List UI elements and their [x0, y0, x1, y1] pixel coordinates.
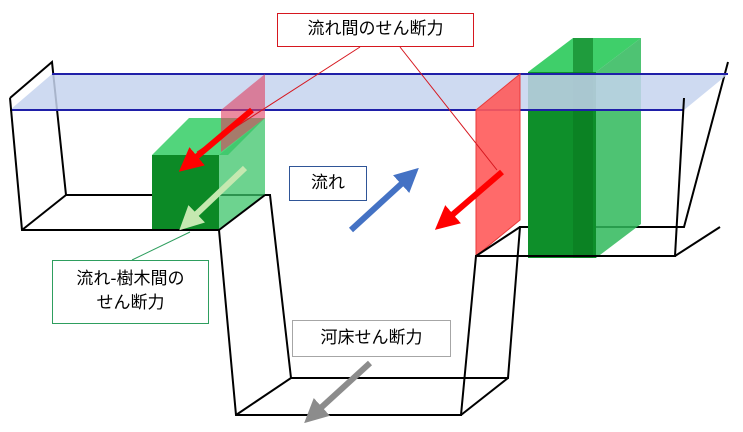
label-flow-tree-shear: 流れ-樹木間の せん断力: [52, 260, 209, 324]
tree-right-core: [573, 38, 593, 258]
interface-plane-right: [475, 72, 521, 258]
label-between-channels-shear: 流れ間のせん断力: [277, 13, 474, 47]
tree-right-side: [596, 38, 641, 258]
shear-arrow-right: [434, 169, 504, 230]
label-bed-shear: 河床せん断力: [292, 320, 451, 357]
flow-arrow: [348, 167, 419, 233]
tree-block-right: [528, 38, 641, 258]
label-bed-shear-text: 河床せん断力: [320, 327, 423, 348]
label-flow: 流れ: [289, 166, 367, 201]
bed-shear-arrow: [304, 360, 373, 424]
label-between-channels-shear-text: 流れ間のせん断力: [307, 19, 444, 40]
leader-line-tree: [131, 231, 191, 261]
shear-arrow-left: [178, 107, 254, 172]
water-surface: [10, 74, 728, 110]
label-flow-text: 流れ: [311, 172, 345, 193]
channel-front-outline: [9, 97, 721, 416]
tree-shear-arrow: [179, 165, 248, 231]
leader-line-right: [399, 46, 498, 171]
tree-left-front: [152, 155, 219, 230]
label-flow-tree-shear-text: 流れ-樹木間の せん断力: [76, 269, 185, 313]
interface-plane-left: [221, 74, 265, 152]
tree-block-left: [152, 118, 265, 230]
